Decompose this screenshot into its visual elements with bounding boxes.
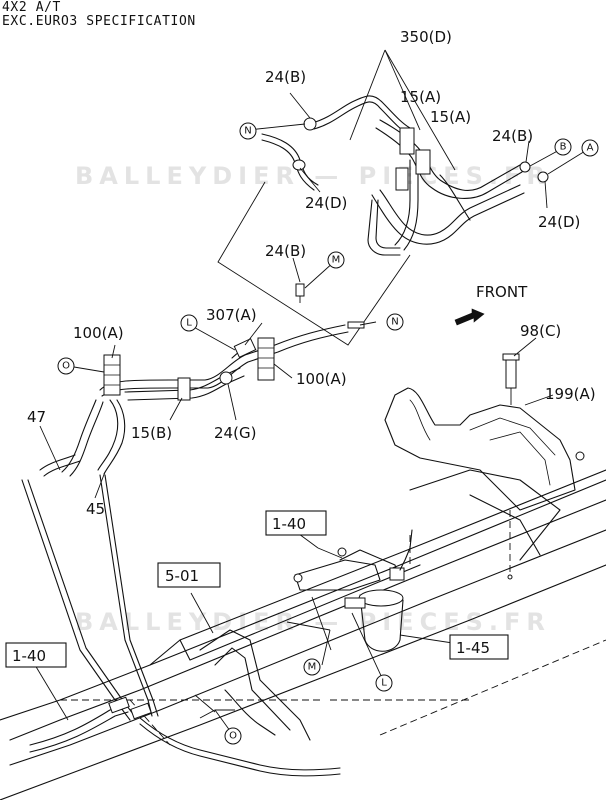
callout-199a: 199(A) [545,385,596,403]
filter-outlet [389,567,405,581]
callout-15a-left: 15(A) [400,88,441,106]
svg-text:5-01: 5-01 [165,567,199,585]
connector-m-bottom [303,658,321,676]
connector-n-top [239,122,257,140]
frame-hole [507,574,513,580]
bolt-98c [505,357,517,389]
connector-m-mid [327,251,345,269]
clamp-24b-top [303,117,317,131]
clip-15a-left [399,127,415,155]
filter-inlet [344,597,366,609]
filter-cap [358,589,404,607]
callout-45: 45 [86,500,105,518]
clip-15b [177,377,191,401]
middle-tube-assembly [39,283,365,477]
leader-lines [34,92,591,736]
callout-24g: 24(G) [214,424,256,442]
watermark-top: BALLEYDIER — PIECES.FR [75,162,551,190]
callout-24b-mid: 24(B) [265,242,306,260]
callout-100a-left: 100(A) [73,324,124,342]
callout-47: 47 [27,408,46,426]
svg-text:L: L [186,318,192,329]
ref-box-5-01: 5-01 [157,562,221,588]
filter-bracket-bolt-2 [337,547,347,557]
callout-350d: 350(D) [400,28,452,46]
connector-o-left [57,357,75,375]
front-label: FRONT [476,283,528,301]
clip-15a-right [415,149,431,175]
assembly-outline [217,181,411,346]
connector-a-right [581,139,599,157]
callout-98c: 98(C) [520,322,561,340]
clamp-24d-right [537,171,549,183]
hose-307a [233,338,257,358]
chassis-frame [0,469,606,800]
svg-text:A: A [587,143,594,154]
ref-box-1-40-top: 1-40 [265,510,327,536]
callout-15b: 15(B) [131,424,172,442]
filter-bracket-bolt [293,573,303,583]
svg-text:N: N [244,126,251,137]
svg-text:1-40: 1-40 [12,647,46,665]
header-line-1: 4X2 A/T [2,0,61,15]
fuel-filter-assembly [293,529,413,652]
ref-box-1-45: 1-45 [449,634,509,660]
callout-100a-right: 100(A) [296,370,347,388]
bracket-199a [384,387,576,511]
connector-l-mid [180,314,198,332]
ref-box-1-40-left: 1-40 [5,642,67,668]
callout-24d-right: 24(D) [538,213,580,231]
svg-text:1-40: 1-40 [272,515,306,533]
upper-hose-assembly [261,49,549,256]
svg-text:1-45: 1-45 [456,639,490,657]
connector-markers: N B A M L N O M L O [57,122,599,745]
connector-n-mid [386,313,404,331]
callout-24b-right: 24(B) [492,127,533,145]
clamp-24b-right [519,161,531,173]
callout-24d-left: 24(D) [305,194,347,212]
bolt-head-icon [502,353,520,361]
reference-boxes: 1-40 5-01 1-40 1-45 [5,510,509,668]
line-fitting-left [108,696,130,714]
callout-24b-top: 24(B) [265,68,306,86]
clamp-24d-left [292,159,306,171]
svg-text:O: O [229,731,237,742]
svg-text:O: O [62,361,70,372]
callouts: 350(D) 24(B) 15(A) 15(A) 24(B) 24(D) 24(… [27,28,596,518]
svg-text:N: N [391,317,398,328]
bracket-assembly [384,353,585,511]
svg-text:B: B [560,142,567,153]
callout-15a-right: 15(A) [430,108,471,126]
svg-text:M: M [308,662,317,673]
line-fitting-right [130,702,152,720]
connector-o-bottom [224,727,242,745]
connector-l-bottom [375,674,393,692]
pipe-end-n [347,321,365,329]
svg-text:M: M [332,255,341,266]
svg-text:L: L [381,678,387,689]
front-indicator: FRONT [454,283,528,326]
connector-b-right [554,138,572,156]
callout-307a: 307(A) [206,306,257,324]
clip-100a-right [257,337,275,381]
front-arrow-icon [454,308,485,326]
watermark-bottom: BALLEYDIER — PIECES.FR [75,608,551,636]
bracket-bolt-hole [575,451,585,461]
clip-15a-lower [395,167,409,191]
clamp-24g [219,371,233,385]
clamp-24b-mid [295,283,305,297]
header-line-2: EXC.EURO3 SPECIFICATION [2,14,196,29]
